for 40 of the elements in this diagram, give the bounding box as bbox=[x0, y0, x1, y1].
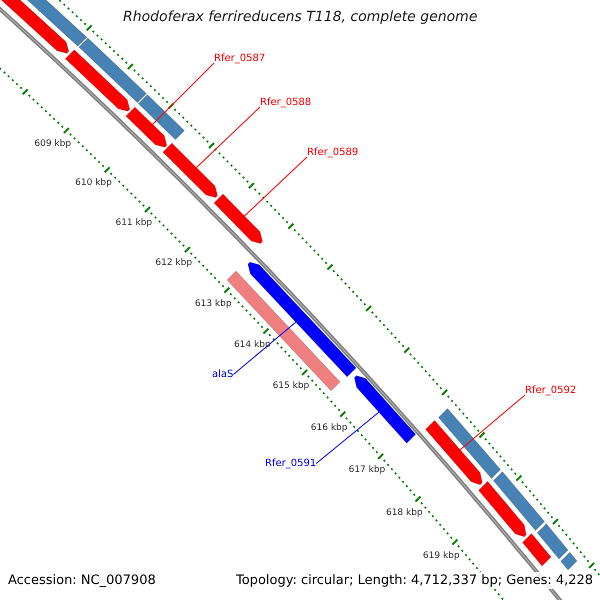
gene-feature bbox=[478, 480, 527, 538]
gene-label: alaS bbox=[212, 369, 234, 380]
gene-label: Rfer_0592 bbox=[525, 385, 576, 396]
gene-band bbox=[138, 94, 185, 140]
gene-feature bbox=[213, 193, 263, 244]
gene-feature bbox=[354, 375, 416, 444]
scale-label: 613 kbp bbox=[194, 298, 232, 309]
gene-band bbox=[78, 38, 147, 104]
gene-feature bbox=[522, 532, 552, 567]
gene-feature bbox=[125, 106, 168, 148]
scale-label: 609 kbp bbox=[34, 139, 72, 150]
gene-feature bbox=[425, 420, 483, 486]
leader-line bbox=[244, 156, 308, 216]
scale-label: 614 kbp bbox=[234, 340, 271, 350]
gene-feature bbox=[162, 142, 218, 198]
leader-line bbox=[460, 394, 526, 450]
gene-label: Rfer_0591 bbox=[265, 458, 316, 469]
gene-band bbox=[492, 471, 546, 532]
scale-label: 611 kbp bbox=[115, 218, 152, 228]
gene-label: Rfer_0587 bbox=[214, 53, 266, 64]
scale-label: 616 kbp bbox=[310, 422, 348, 433]
gene-label: Rfer_0589 bbox=[307, 147, 358, 158]
gene-band bbox=[560, 552, 578, 571]
leader-line bbox=[196, 106, 260, 168]
scale-label: 612 kbp bbox=[155, 258, 192, 268]
gene-feature bbox=[0, 0, 70, 54]
map-title: Rhodoferax ferrireducens T118, complete genome bbox=[123, 9, 478, 25]
scale-label: 617 kbp bbox=[348, 464, 386, 475]
scale-label: 619 kbp bbox=[422, 550, 460, 561]
accession-text: Accession: NC_007908 bbox=[8, 573, 156, 588]
leader-line bbox=[232, 321, 297, 375]
gene-band bbox=[536, 523, 569, 560]
leader-line bbox=[316, 412, 380, 464]
leader-line bbox=[152, 62, 214, 125]
gene-band bbox=[438, 408, 502, 480]
scale-label: 618 kbp bbox=[386, 508, 423, 518]
gene-label: Rfer_0588 bbox=[260, 97, 312, 108]
scale-label: 610 kbp bbox=[75, 178, 112, 188]
gene-feature bbox=[64, 49, 130, 112]
scale-label: 615 kbp bbox=[272, 380, 310, 391]
